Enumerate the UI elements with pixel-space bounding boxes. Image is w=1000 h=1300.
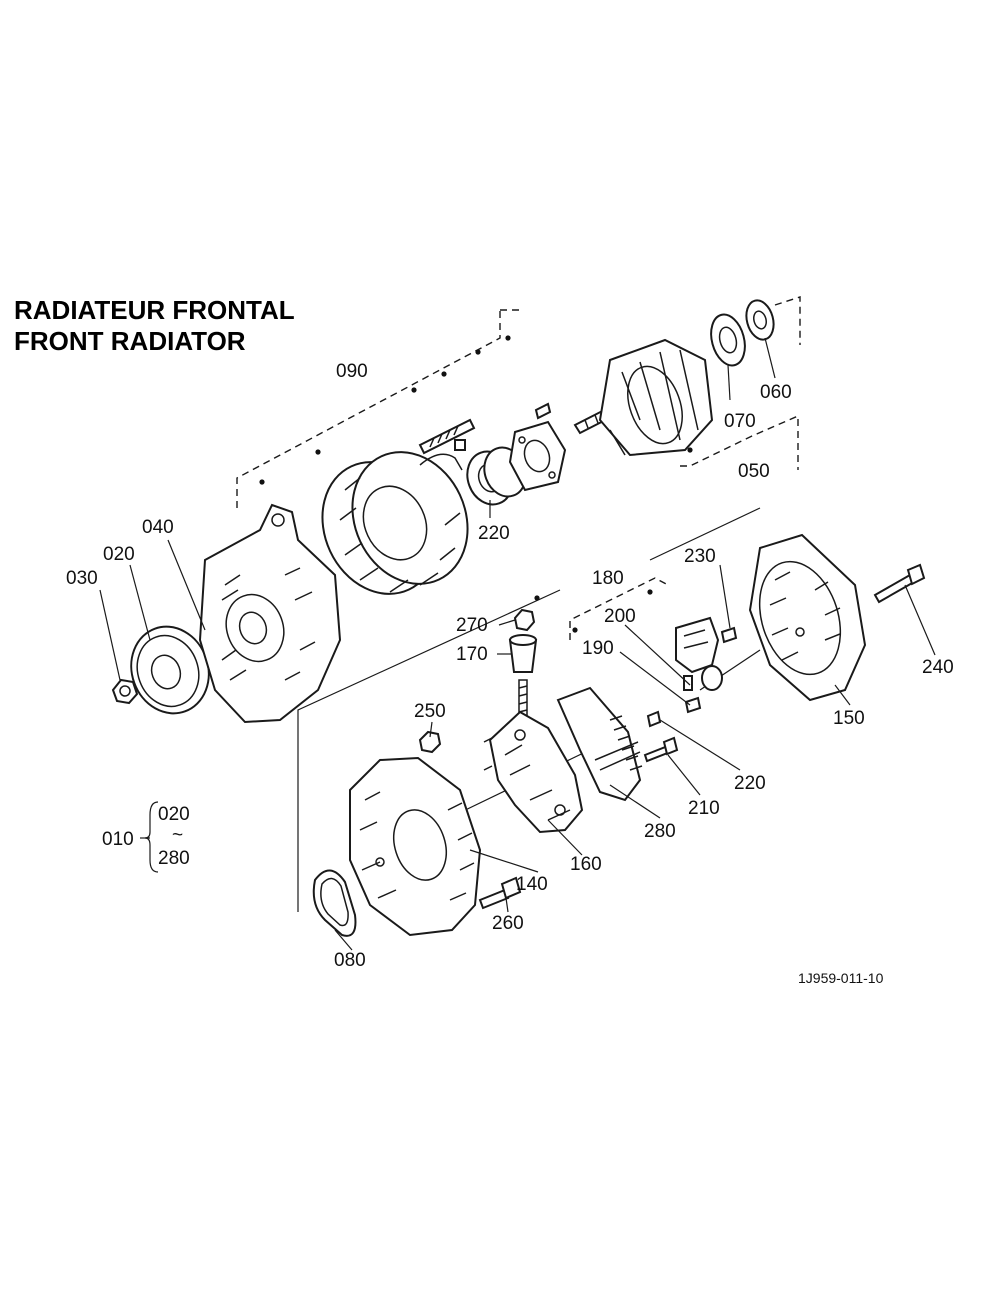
- callout-160: 160: [570, 854, 602, 875]
- title-french: RADIATEUR FRONTAL: [14, 295, 295, 325]
- leader-060: [764, 337, 776, 379]
- bracket-090: [236, 310, 501, 508]
- leader-210: [667, 754, 701, 796]
- bolt-260: [478, 876, 522, 910]
- leader-250: [429, 721, 433, 738]
- leader-dots: [259, 335, 693, 633]
- rotor: [573, 338, 714, 457]
- callout-060: 060: [760, 382, 792, 403]
- leader-140: [469, 849, 539, 873]
- stud-bolt: [418, 418, 476, 455]
- rear-cover-150: [748, 533, 867, 702]
- axis-line-upper: [649, 507, 761, 561]
- leader-240: [904, 584, 936, 656]
- brush-holder-200: [675, 616, 723, 691]
- figure-reference: 1J959-011-10: [798, 970, 884, 986]
- callout-210: 210: [688, 798, 720, 819]
- rectifier-160: [483, 710, 584, 834]
- callout-030: 030: [66, 568, 98, 589]
- callout-280: 280: [644, 821, 676, 842]
- leader-030: [99, 589, 121, 681]
- leader-230: [719, 564, 731, 629]
- callout-090: 090: [336, 361, 368, 382]
- callout-270: 270: [456, 615, 488, 636]
- callout-170: 170: [456, 644, 488, 665]
- nut-270: [513, 608, 536, 632]
- leader-150: [834, 684, 851, 706]
- screw-220-bottom: [646, 710, 662, 728]
- axis-line-lower: [297, 589, 561, 912]
- bearing-070: [710, 313, 746, 367]
- through-bolt-240: [873, 563, 926, 604]
- leader-190: [619, 651, 691, 706]
- assembly-range-end: 280: [158, 848, 190, 869]
- callout-050: 050: [738, 461, 770, 482]
- callout-070: 070: [724, 411, 756, 432]
- assembly-range: 010 020 ~ 280: [102, 801, 190, 873]
- nut-250: [418, 730, 442, 754]
- terminal-wire: [419, 439, 466, 471]
- assembly-code: 010: [102, 829, 134, 850]
- callout-220-bottom: 220: [734, 773, 766, 794]
- leader-040: [167, 539, 206, 631]
- callout-260: 260: [492, 913, 524, 934]
- callout-230: 230: [684, 546, 716, 567]
- callout-080: 080: [334, 950, 366, 971]
- bracket-060: [774, 296, 801, 345]
- nut-030: [111, 678, 139, 705]
- callout-250: 250: [414, 701, 446, 722]
- stator: [321, 451, 469, 595]
- callout-150: 150: [833, 708, 865, 729]
- leader-070: [727, 364, 731, 401]
- title-english: FRONT RADIATOR: [14, 326, 246, 356]
- leader-220-bottom: [659, 719, 741, 771]
- leader-080: [334, 929, 353, 951]
- callout-140: 140: [516, 874, 548, 895]
- screw-230: [720, 626, 738, 644]
- bracket-050: [680, 414, 799, 470]
- front-frame: [198, 503, 342, 724]
- bearing-retainer-plate: [508, 402, 567, 492]
- callout-180: 180: [592, 568, 624, 589]
- callout-040: 040: [142, 517, 174, 538]
- callout-020: 020: [103, 544, 135, 565]
- rear-frame-140: [349, 756, 482, 937]
- screw-210: [643, 736, 679, 763]
- leader-200: [624, 624, 691, 686]
- bracket-180: [569, 577, 669, 640]
- callout-220-top: 220: [478, 523, 510, 544]
- assembly-brace: [144, 801, 159, 873]
- callout-200: 200: [604, 606, 636, 627]
- regulator-280: [556, 686, 643, 802]
- leader-020: [129, 564, 151, 641]
- bushing-170: [508, 634, 538, 721]
- callout-190: 190: [582, 638, 614, 659]
- leader-260: [505, 897, 509, 913]
- leader-160: [547, 819, 583, 856]
- leader-280: [609, 784, 661, 819]
- assembly-range-sep: ~: [172, 825, 183, 846]
- bearing-cover-060: [745, 299, 775, 341]
- callout-240: 240: [922, 657, 954, 678]
- gasket-080: [312, 869, 357, 937]
- assembly-range-start: 020: [158, 804, 190, 825]
- leader-270: [498, 619, 516, 626]
